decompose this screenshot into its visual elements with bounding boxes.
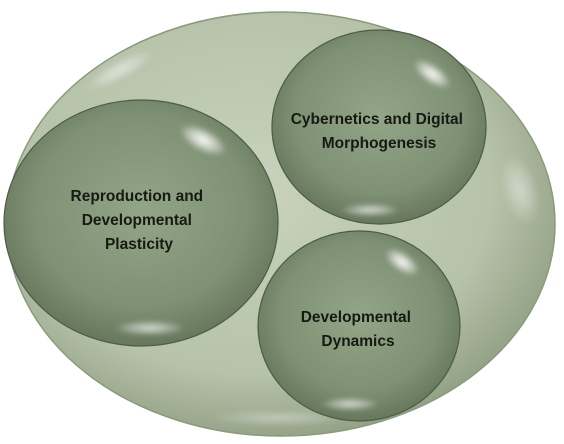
bubble-cybernetics-line-2: Morphogenesis xyxy=(322,135,437,152)
bubble-reproduction-line-3: Plasticity xyxy=(105,236,173,253)
bubble-reproduction-line-1: Reproduction and xyxy=(71,188,204,205)
bubble-reproduction: Reproduction and Developmental Plasticit… xyxy=(3,99,279,347)
bubble-cybernetics: Cybernetics and Digital Morphogenesis xyxy=(271,29,487,225)
bubble-dynamics-highlight xyxy=(384,247,420,277)
bubble-reproduction-label: Reproduction and Developmental Plasticit… xyxy=(71,188,208,253)
bubble-dynamics-line-1: Developmental xyxy=(301,309,411,326)
bubble-reproduction-line-2: Developmental xyxy=(82,212,192,229)
bubble-dynamics-line-2: Dynamics xyxy=(321,333,394,350)
bubble-dynamics: Developmental Dynamics xyxy=(257,230,461,422)
bubble-cybernetics-highlight xyxy=(413,58,451,90)
bubble-cybernetics-label: Cybernetics and Digital Morphogenesis xyxy=(291,111,468,152)
bubble-reproduction-highlight xyxy=(179,123,227,157)
bubble-cybernetics-line-1: Cybernetics and Digital xyxy=(291,111,463,128)
bubble-dynamics-label: Developmental Dynamics xyxy=(301,309,416,350)
